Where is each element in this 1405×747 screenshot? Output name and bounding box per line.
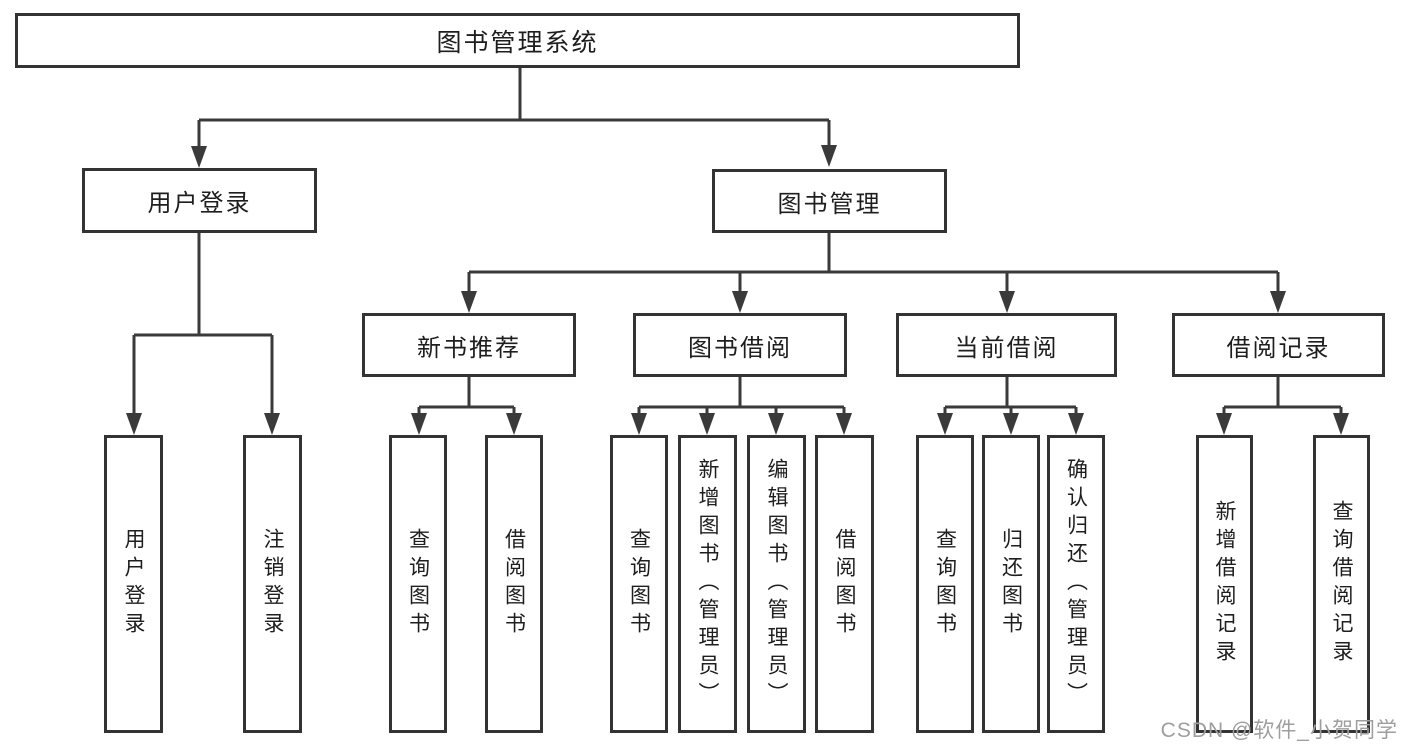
leaf-borrow-books: 借阅图书 — [815, 435, 874, 733]
leaf-query-borrow-record: 查询借阅记录 — [1313, 435, 1370, 733]
connector-borrow-records-to-leaves — [1216, 377, 1349, 435]
leaf-logout-label: 注销登录 — [261, 528, 284, 640]
node-current-borrow-label: 当前借阅 — [954, 334, 1059, 362]
leaf-add-book-admin-label: 新增图书（管理员） — [696, 458, 719, 710]
leaf-user-login-label: 用户登录 — [122, 528, 145, 640]
leaf-borrow-books-recommend-label: 借阅图书 — [502, 528, 526, 640]
leaf-query-books-recommend: 查询图书 — [389, 435, 447, 733]
leaf-add-borrow-record: 新增借阅记录 — [1196, 435, 1253, 733]
leaf-query-books-recommend-label: 查询图书 — [406, 528, 430, 640]
leaf-query-books-borrow-label: 查询图书 — [627, 528, 651, 640]
leaf-edit-book-admin: 编辑图书（管理员） — [747, 435, 806, 733]
node-book-borrow-label: 图书借阅 — [688, 334, 792, 362]
leaf-edit-book-admin-label: 编辑图书（管理员） — [765, 458, 788, 710]
connector-root-to-branches — [191, 68, 837, 168]
node-new-book-recommend: 新书推荐 — [362, 313, 576, 377]
connector-book-borrow-to-leaves — [631, 377, 852, 435]
connector-current-borrow-to-leaves — [937, 377, 1084, 435]
connector-book-management-to-modules — [461, 233, 1286, 313]
node-book-borrow: 图书借阅 — [633, 313, 847, 377]
leaf-add-book-admin: 新增图书（管理员） — [678, 435, 737, 733]
leaf-query-books-current-label: 查询图书 — [933, 528, 957, 640]
node-borrow-records-label: 借阅记录 — [1226, 334, 1331, 362]
leaf-query-books-borrow: 查询图书 — [610, 435, 668, 733]
leaf-confirm-return-admin-label: 确认归还（管理员） — [1064, 458, 1088, 710]
leaf-confirm-return-admin: 确认归还（管理员） — [1047, 435, 1105, 733]
node-user-login-label: 用户登录 — [147, 190, 252, 217]
leaf-query-books-current: 查询图书 — [916, 435, 974, 733]
connector-new-book-recommend-to-leaves — [411, 377, 522, 435]
leaf-borrow-books-recommend: 借阅图书 — [485, 435, 543, 733]
node-current-borrow: 当前借阅 — [896, 313, 1117, 377]
leaf-user-login: 用户登录 — [104, 435, 163, 733]
node-root: 图书管理系统 — [15, 13, 1020, 68]
node-borrow-records: 借阅记录 — [1172, 313, 1385, 377]
leaf-return-book: 归还图书 — [982, 435, 1040, 733]
connector-user-login-to-leaves — [126, 233, 280, 435]
leaf-logout: 注销登录 — [243, 435, 302, 733]
node-root-label: 图书管理系统 — [436, 28, 599, 57]
node-book-management-label: 图书管理 — [777, 190, 882, 218]
leaf-borrow-books-label: 借阅图书 — [833, 528, 856, 640]
leaf-add-borrow-record-label: 新增借阅记录 — [1213, 500, 1236, 668]
node-user-login: 用户登录 — [82, 168, 317, 233]
watermark: CSDN @软件_小贺同学 — [1160, 719, 1398, 742]
leaf-query-borrow-record-label: 查询借阅记录 — [1330, 500, 1353, 668]
node-new-book-recommend-label: 新书推荐 — [417, 334, 521, 362]
leaf-return-book-label: 归还图书 — [999, 528, 1023, 640]
node-book-management: 图书管理 — [712, 169, 947, 233]
